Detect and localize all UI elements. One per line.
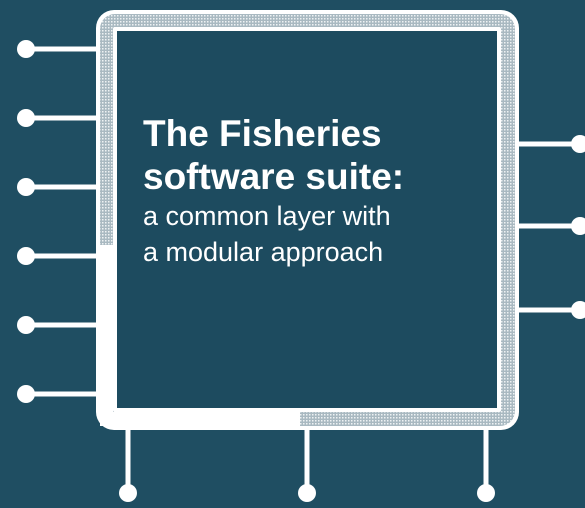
subtitle-line-1: a common layer with [143,201,391,231]
title-line-2: software suite: [143,156,405,197]
left-pins [17,40,100,403]
chip-corner-accent-bottom [100,412,300,426]
bottom-pins [119,426,495,502]
chip-label: The Fisheries software suite: a common l… [143,112,488,270]
right-pins [515,135,585,319]
chip-body [117,31,497,408]
title-line-1: The Fisheries [143,113,382,154]
chip-corner-accent [100,245,113,426]
subtitle-line-2: a modular approach [143,237,384,267]
